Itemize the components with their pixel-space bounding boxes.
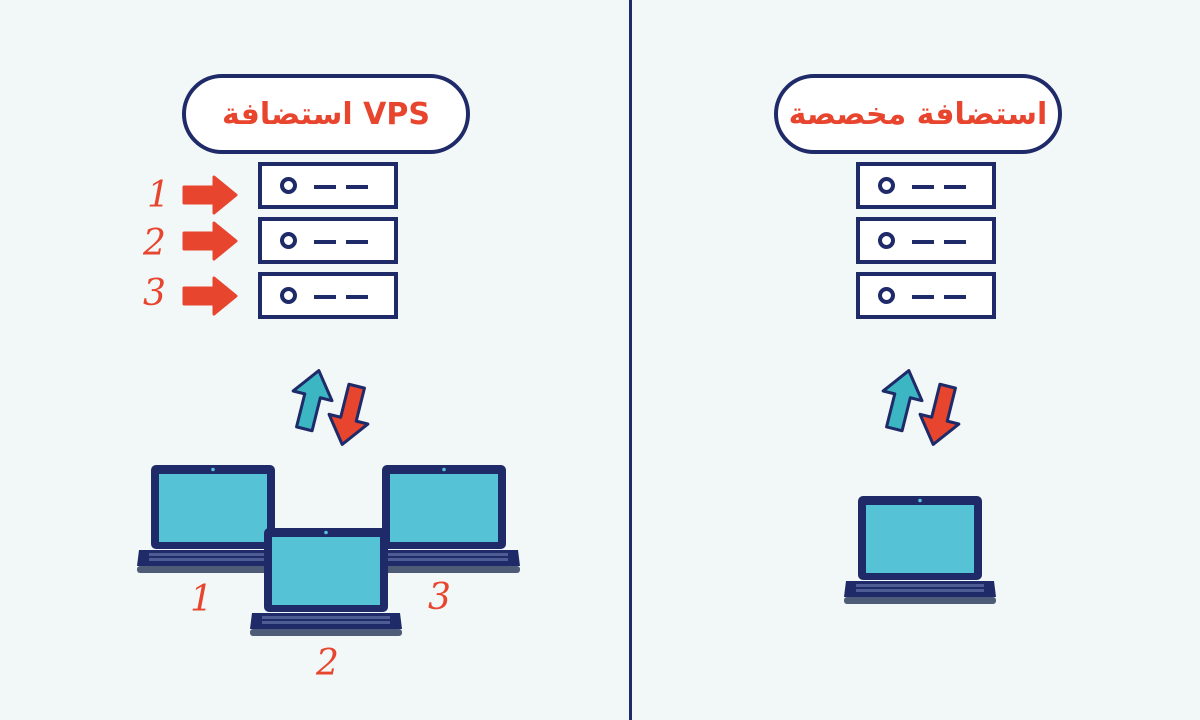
right-arrow-icon (182, 221, 238, 261)
server-number-2: 2 (143, 223, 166, 264)
server-unit-icon (856, 272, 996, 319)
down-arrow-icon (321, 379, 378, 451)
laptop-icon (250, 528, 402, 636)
down-arrow-icon (912, 379, 969, 451)
up-arrow-icon (283, 364, 340, 436)
server-number-3: 3 (143, 273, 166, 314)
laptop-number-1: 1 (190, 579, 213, 620)
server-unit-icon (856, 162, 996, 209)
server-unit-icon (258, 162, 398, 209)
panel-divider (629, 0, 632, 720)
laptop-number-3: 3 (428, 577, 451, 618)
right-arrow-icon (182, 175, 238, 215)
vps-hosting-title: استضافة VPS (182, 74, 470, 154)
server-number-1: 1 (147, 175, 170, 216)
server-unit-icon (856, 217, 996, 264)
dedicated-hosting-title: استضافة مخصصة (774, 74, 1062, 154)
vps-hosting-title-text: استضافة VPS (222, 96, 430, 132)
right-arrow-icon (182, 276, 238, 316)
server-unit-icon (258, 272, 398, 319)
laptop-icon (368, 465, 520, 573)
laptop-number-2: 2 (316, 643, 339, 684)
dedicated-hosting-title-text: استضافة مخصصة (788, 96, 1048, 132)
up-arrow-icon (873, 364, 930, 436)
server-unit-icon (258, 217, 398, 264)
laptop-icon (844, 496, 996, 604)
